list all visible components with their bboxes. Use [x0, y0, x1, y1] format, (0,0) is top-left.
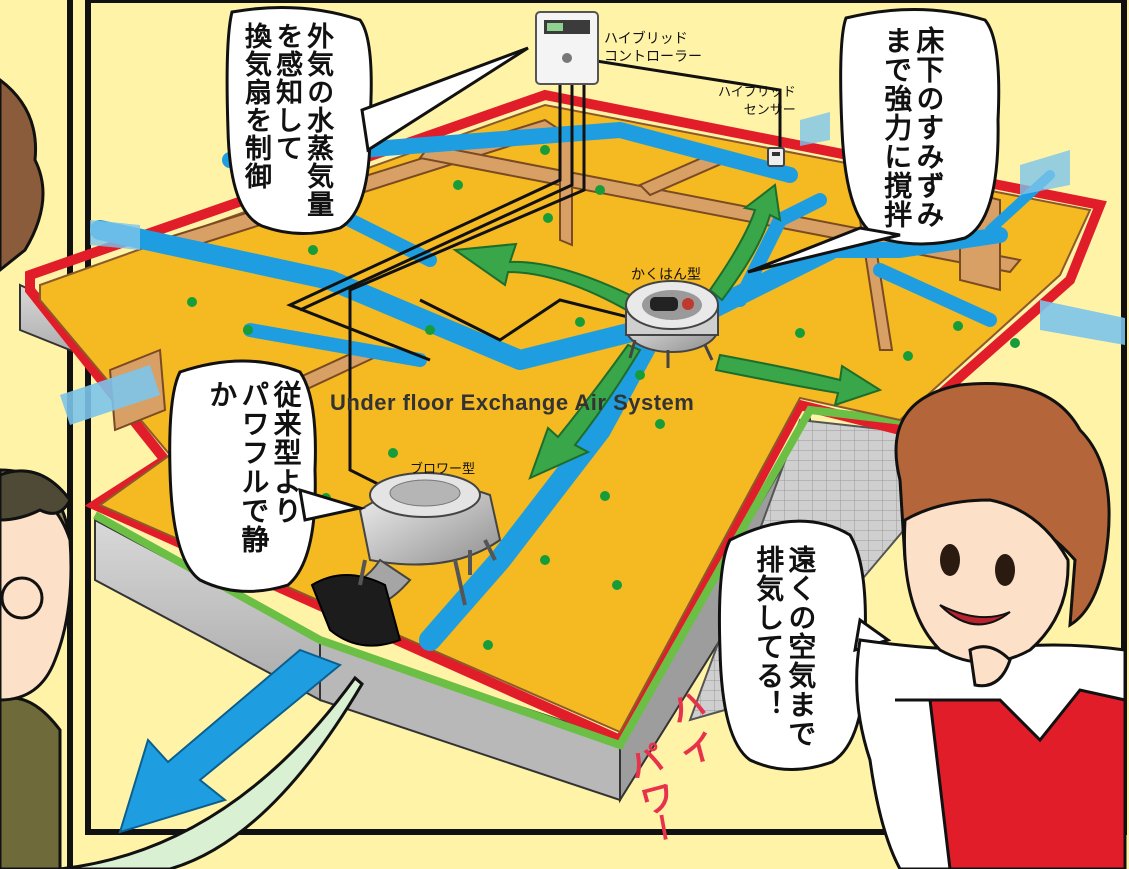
blower-fan-label: ブロワー型	[410, 462, 476, 477]
controller-label-line-1: ハイブリッド	[604, 31, 688, 47]
sensor-icon	[767, 147, 785, 167]
stir-bubble-text: 床下のすみずみ まで強力に撹拌	[880, 26, 946, 236]
blower-bubble-text: 従来型より パワフルで静か	[205, 380, 302, 580]
controller-icon	[535, 11, 599, 85]
airflow-arrows	[452, 183, 883, 480]
controller-bubble-line-1: 外気の水蒸気量	[302, 22, 334, 218]
exhaust-arrow	[118, 648, 342, 834]
exhaust-ducts	[60, 112, 1125, 425]
pointer-ribbon	[59, 675, 364, 869]
air-particles	[187, 145, 1020, 650]
controller-bubble-line-3: 換気扇を制御	[240, 22, 272, 190]
controller-bubble-line-2: を感知して	[271, 22, 303, 162]
sensor-label: ハイブリッド センサー	[718, 84, 796, 120]
stir-bubble-line-2: まで強力に撹拌	[880, 26, 914, 229]
kakuhan-fan-label: かくはん型	[631, 267, 701, 283]
man-character	[0, 469, 73, 702]
sensor-label-line-2: センサー	[743, 103, 796, 118]
woman-bubble-line-2: 排気してる！	[752, 545, 786, 719]
blower-bubble-line-2: パワフルで静か	[205, 380, 271, 554]
woman-bubble-line-1: 遠くの空気まで	[784, 545, 818, 748]
wiring	[286, 58, 782, 502]
stir-bubble-line-1: 床下のすみずみ	[912, 26, 946, 229]
woman-bubble-text: 遠くの空気まで 排気してる！	[752, 545, 818, 755]
sensor-label-line-1: ハイブリッド	[718, 85, 796, 100]
controller-label-line-2: コントローラー	[604, 49, 702, 65]
system-title: Under floor Exchange Air System	[330, 390, 695, 415]
stir-fan-icon	[625, 280, 719, 368]
controller-label: ハイブリッド コントローラー	[604, 30, 702, 66]
woman-character	[855, 381, 1127, 869]
speech-bubbles	[168, 6, 1001, 771]
controller-bubble-text: 外気の水蒸気量 を感知して 換気扇を制御	[240, 22, 333, 222]
blower-fan-icon	[310, 472, 502, 647]
blower-bubble-line-1: 従来型より	[269, 380, 303, 525]
left-comic-panel	[0, 0, 73, 869]
